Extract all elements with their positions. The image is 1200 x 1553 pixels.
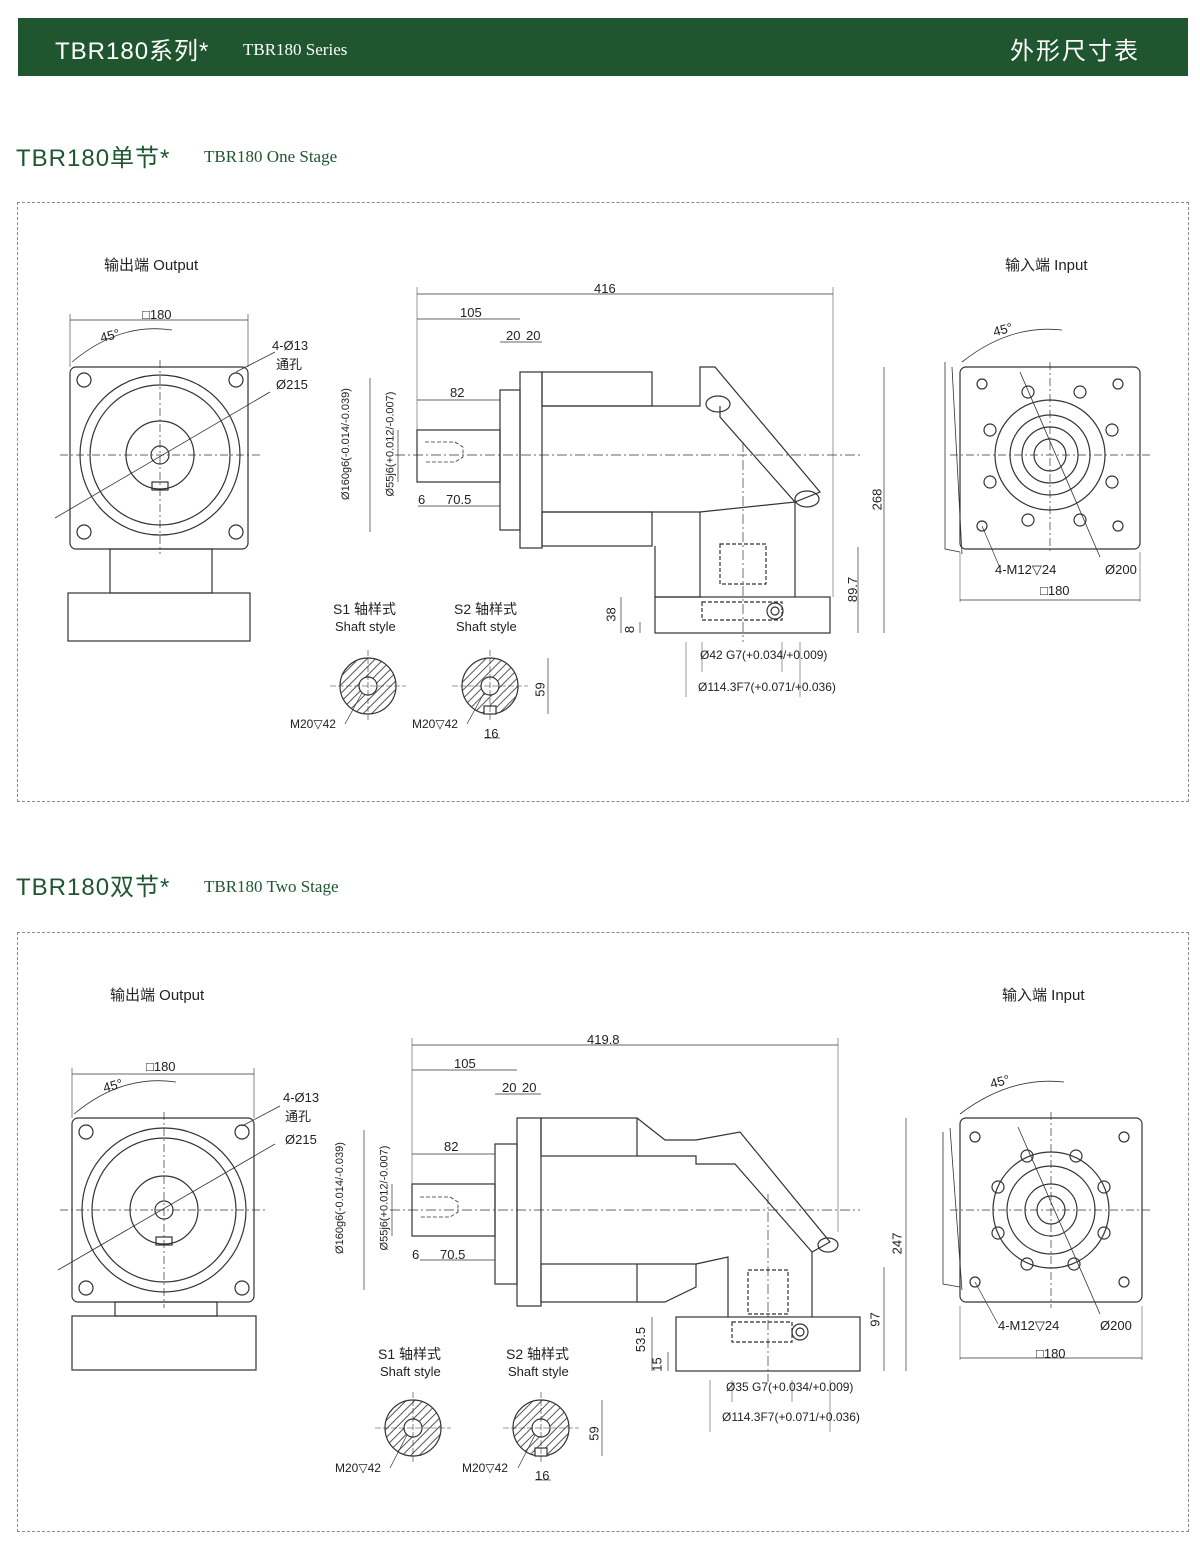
dim-key-offset-2: 6 — [412, 1247, 420, 1262]
dim-spigot-2: Ø114.3F7(+0.071/+0.036) — [722, 1410, 860, 1424]
s2-subtitle-2: Shaft style — [508, 1364, 569, 1379]
dim-base-height-2: 97 — [867, 1312, 883, 1327]
dim-shaft-dia-2: Ø55j6(+0.012/-0.007) — [378, 1145, 391, 1251]
input-view-2 — [942, 1080, 1152, 1360]
dim-pcd-2: Ø215 — [285, 1132, 317, 1147]
dimension-table-label: 外形尺寸表 — [1010, 37, 1140, 65]
shaft-s1 — [330, 650, 406, 725]
dim-square: □180 — [142, 307, 172, 322]
dim-base-t2: 8 — [622, 625, 638, 634]
s2-key-2: 16 — [535, 1468, 550, 1483]
s1-title: S1 轴样式 — [333, 601, 397, 617]
dim-height-2: 247 — [889, 1232, 905, 1255]
input-view — [944, 328, 1150, 602]
dim-flange-offset: 105 — [460, 305, 482, 320]
dim-bolt-holes-2: 4-Ø13 — [283, 1090, 320, 1105]
one-stage-subtitle: TBR180 One Stage — [204, 147, 338, 166]
output-label: 输出端 Output — [104, 257, 199, 274]
dim-gap-b-2: 20 — [522, 1080, 537, 1095]
two-stage-subtitle: TBR180 Two Stage — [204, 877, 339, 896]
input-angle-2: 45° — [988, 1071, 1012, 1092]
shaft-s1-2 — [375, 1392, 451, 1469]
two-stage-drawing — [57, 1038, 1152, 1481]
two-stage-labels: 输出端 Output 输入端 Input □180 45° 4-Ø13 通孔 Ø… — [0, 932, 1200, 1532]
dim-spigot: Ø114.3F7(+0.071/+0.036) — [698, 680, 836, 694]
s1-title-2: S1 轴样式 — [378, 1346, 442, 1362]
dim-overall-length-2: 419.8 — [587, 1032, 620, 1047]
dim-through-hole: 通孔 — [276, 357, 303, 372]
s2-thread-2: M20▽42 — [462, 1461, 508, 1475]
dim-key-length-2: 70.5 — [440, 1247, 466, 1262]
dim-bore-2: Ø35 G7(+0.034/+0.009) — [726, 1380, 854, 1394]
s1-thread: M20▽42 — [290, 717, 336, 731]
two-stage-title: TBR180双节* — [16, 874, 171, 901]
series-title-en: TBR180 Series — [243, 40, 348, 59]
output-view-2 — [57, 1068, 281, 1371]
dim-pcd: Ø215 — [276, 377, 308, 392]
dim-input-pcd-2: Ø200 — [1100, 1318, 1132, 1333]
s2-height: 59 — [532, 682, 548, 697]
series-header: TBR180系列* TBR180 Series 外形尺寸表 — [18, 18, 1188, 76]
s2-title: S2 轴样式 — [454, 601, 518, 617]
input-angle: 45° — [991, 319, 1015, 340]
side-view-2 — [363, 1038, 907, 1432]
shaft-s2 — [452, 650, 549, 739]
dim-input-pcd: Ø200 — [1105, 562, 1137, 577]
dim-overall-length: 416 — [594, 281, 616, 296]
one-stage-title: TBR180单节* — [16, 145, 171, 172]
s2-thread: M20▽42 — [412, 717, 458, 731]
s1-subtitle-2: Shaft style — [380, 1364, 441, 1379]
s2-key: 16 — [484, 726, 499, 741]
dim-base-t2-2: 15 — [649, 1357, 665, 1372]
dim-gap-a: 20 — [506, 328, 521, 343]
side-view — [369, 287, 885, 697]
dim-shaft-length: 82 — [450, 385, 465, 400]
dim-pilot-2: Ø160g6(-0.014/-0.039) — [333, 1142, 346, 1254]
dim-height: 268 — [869, 488, 885, 511]
dim-shaft-length-2: 82 — [444, 1139, 459, 1154]
shaft-s2-2 — [503, 1392, 603, 1481]
dim-input-square-2: □180 — [1036, 1346, 1066, 1361]
one-stage-labels: 输出端 Output 输入端 Input □180 45° 4-Ø13 通孔 Ø… — [0, 202, 1200, 802]
dim-through-hole-2: 通孔 — [285, 1109, 312, 1124]
s2-subtitle: Shaft style — [456, 619, 517, 634]
dim-angle: 45° — [98, 325, 122, 346]
two-stage-frame — [17, 932, 1189, 1532]
dim-key-offset: 6 — [418, 492, 426, 507]
output-view — [54, 314, 276, 642]
series-title-cn: TBR180系列* — [55, 38, 210, 65]
dim-gap-a-2: 20 — [502, 1080, 517, 1095]
dim-angle-2: 45° — [101, 1075, 125, 1096]
dim-gap-b: 20 — [526, 328, 541, 343]
dim-shaft-dia: Ø55j6(+0.012/-0.007) — [384, 391, 397, 497]
dim-base-t-2: 53.5 — [633, 1326, 649, 1353]
dim-square-2: □180 — [146, 1059, 176, 1074]
dim-key-length: 70.5 — [446, 492, 472, 507]
dim-tap: 4-M12▽24 — [995, 562, 1057, 577]
input-label-2: 输入端 Input — [1002, 987, 1085, 1004]
dim-tap-2: 4-M12▽24 — [998, 1318, 1060, 1333]
dim-input-square: □180 — [1040, 583, 1070, 598]
dim-bolt-holes: 4-Ø13 — [272, 338, 309, 353]
s2-height-2: 59 — [586, 1426, 602, 1441]
s2-title-2: S2 轴样式 — [506, 1346, 570, 1362]
dim-base-height: 89.7 — [845, 576, 861, 603]
dim-pilot: Ø160g6(-0.014/-0.039) — [339, 388, 352, 500]
one-stage-frame — [17, 202, 1189, 802]
dim-base-t: 38 — [603, 607, 619, 622]
input-label: 输入端 Input — [1005, 257, 1088, 274]
output-label-2: 输出端 Output — [110, 987, 205, 1004]
dim-flange-offset-2: 105 — [454, 1056, 476, 1071]
one-stage-drawing — [54, 287, 1150, 739]
s1-thread-2: M20▽42 — [335, 1461, 381, 1475]
s1-subtitle: Shaft style — [335, 619, 396, 634]
dim-bore: Ø42 G7(+0.034/+0.009) — [700, 648, 828, 662]
